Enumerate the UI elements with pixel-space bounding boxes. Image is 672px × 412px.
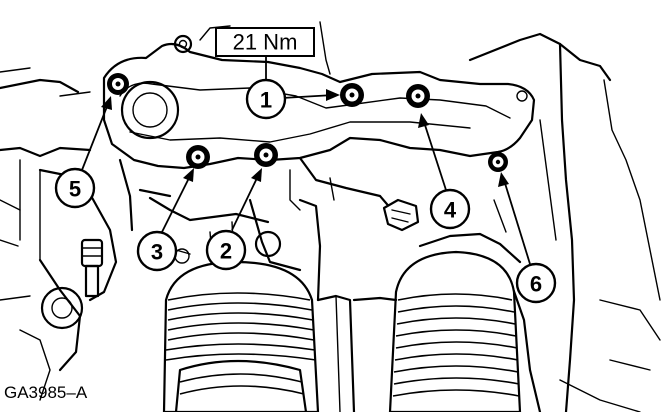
callout-1: 1: [245, 78, 287, 120]
callout-3: 3: [136, 230, 178, 272]
bolt-1: [340, 83, 364, 107]
bolts: [107, 73, 508, 172]
callout-4: 4: [429, 188, 471, 230]
leader-lines: [81, 56, 531, 265]
callout-5-number: 5: [69, 177, 81, 202]
callout-4-number: 4: [444, 198, 457, 223]
callout-1-number: 1: [260, 88, 272, 113]
callout-6: 6: [515, 262, 557, 304]
callout-6-number: 6: [530, 272, 542, 297]
bolt-6: [488, 152, 508, 172]
bolt-3: [186, 145, 210, 169]
figure-id: GA3985–A: [4, 383, 88, 402]
torque-spec-text: 21 Nm: [233, 30, 298, 55]
callout-2-number: 2: [220, 239, 232, 264]
bolt-2: [254, 143, 278, 167]
callout-2: 2: [205, 229, 247, 271]
bolt-4: [406, 84, 430, 108]
callout-3-number: 3: [151, 240, 163, 265]
torque-label: 21 Nm: [215, 27, 315, 57]
callout-5: 5: [54, 167, 96, 209]
engine-line-art: [0, 21, 661, 412]
bolt-5: [107, 73, 129, 95]
